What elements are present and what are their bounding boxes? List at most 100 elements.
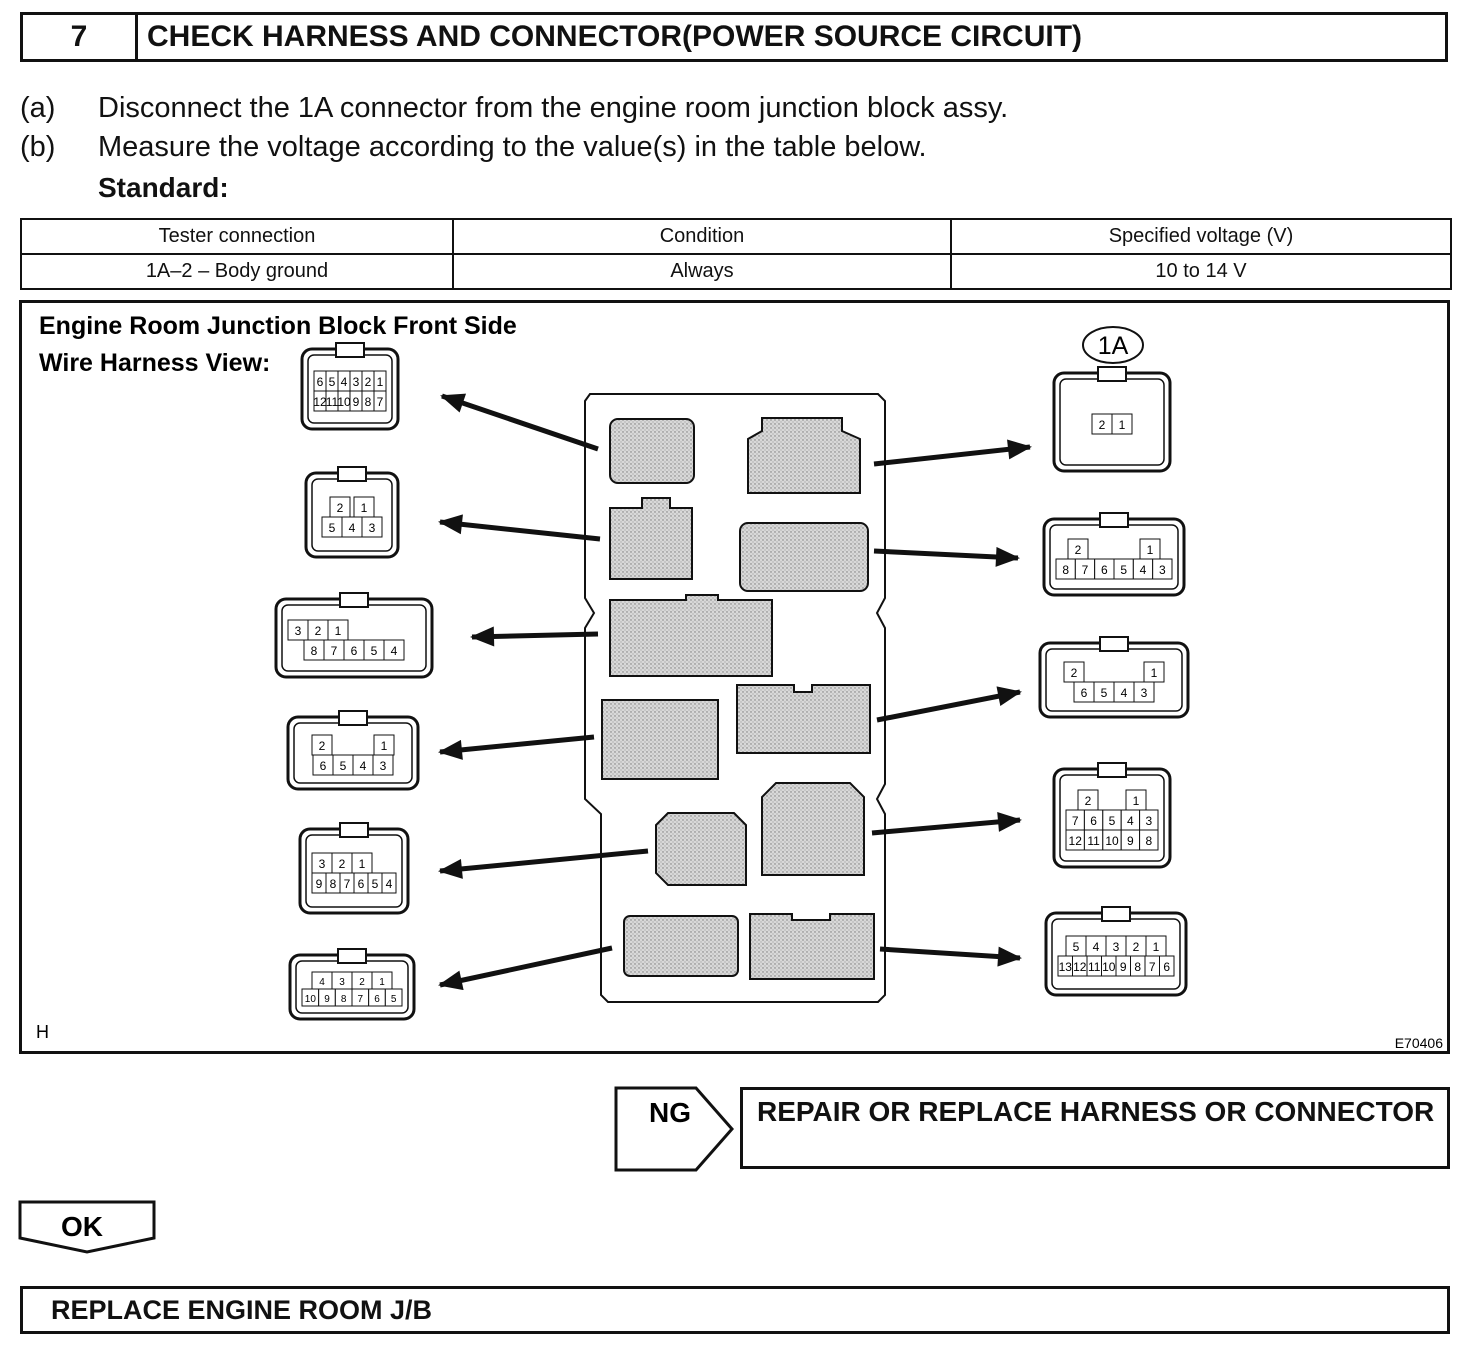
pin-number: 4 — [1093, 940, 1100, 954]
pin-number: 2 — [337, 501, 344, 515]
table-cell: 1A–2 – Body ground — [20, 253, 454, 290]
pin-number: 6 — [374, 994, 380, 1005]
table-header-cell: Condition — [452, 218, 952, 255]
pin-cell — [1159, 955, 1175, 977]
pin-number: 2 — [365, 375, 372, 389]
connector-latch — [1097, 762, 1127, 778]
step-header: 7 CHECK HARNESS AND CONNECTOR(POWER SOUR… — [20, 12, 1448, 62]
pin-number: 3 — [339, 977, 345, 988]
ok-arrow: OK — [18, 1200, 156, 1254]
pin-number: 2 — [339, 857, 346, 871]
pin-number: 3 — [1145, 814, 1152, 828]
ng-label: NG — [649, 1097, 691, 1128]
pin-number: 8 — [1134, 960, 1141, 974]
connector-1a-label: 1A — [1098, 332, 1129, 360]
pin-number: 5 — [371, 644, 378, 658]
pin-number: 8 — [341, 994, 347, 1005]
arrow — [438, 945, 613, 991]
pin-number: 2 — [1075, 543, 1082, 557]
pin-number: 4 — [1140, 563, 1147, 577]
figure-code: E70406 — [1395, 1035, 1443, 1051]
pin-number: 8 — [330, 877, 337, 891]
final-action-box: REPLACE ENGINE ROOM J/B — [20, 1286, 1450, 1334]
pin-number: 5 — [1120, 563, 1127, 577]
arrow — [876, 686, 1022, 723]
pin-number: 6 — [317, 375, 324, 389]
connector-latch — [337, 948, 367, 964]
pin-number: 8 — [1145, 834, 1152, 848]
pin-number: 6 — [1101, 563, 1108, 577]
pin-number: 3 — [1159, 563, 1166, 577]
pin-number: 4 — [360, 759, 367, 773]
pin-number: 7 — [1072, 814, 1079, 828]
pin-number: 2 — [315, 624, 322, 638]
pin-number: 6 — [320, 759, 327, 773]
pin-number: 7 — [344, 877, 351, 891]
pin-number: 1 — [335, 624, 342, 638]
pin-number: 3 — [369, 521, 376, 535]
pin-cell — [384, 988, 403, 1007]
socket — [749, 913, 875, 980]
pin-number: 9 — [353, 395, 360, 409]
connector-1a-label-oval — [1082, 326, 1144, 364]
socket — [655, 812, 747, 886]
arrow — [440, 393, 599, 452]
socket — [609, 418, 695, 484]
arrows — [438, 393, 1032, 991]
pin-number: 12 — [313, 395, 327, 409]
pin-number: 4 — [391, 644, 398, 658]
connector-housing — [1038, 641, 1190, 719]
pin-number: 9 — [324, 994, 330, 1005]
instruction-label: (a) — [20, 92, 56, 124]
pin-number: 1 — [359, 857, 366, 871]
pin-number: 13 — [1059, 960, 1073, 974]
pin-number: 1 — [1153, 940, 1160, 954]
ok-label: OK — [61, 1211, 103, 1242]
pin-number: 5 — [1101, 686, 1108, 700]
pin-number: 3 — [1113, 940, 1120, 954]
figure-title-2: Wire Harness View: — [39, 349, 270, 377]
pin-cell — [361, 516, 383, 538]
arrow — [438, 848, 649, 879]
pin-number: 3 — [353, 375, 360, 389]
step-number: 7 — [23, 15, 138, 59]
pin-number: 2 — [1133, 940, 1140, 954]
standard-label: Standard: — [98, 172, 229, 203]
pin-number: 11 — [326, 395, 339, 409]
pin-cell — [372, 754, 394, 776]
arrow — [873, 546, 1020, 567]
pin-number: 7 — [358, 994, 364, 1005]
pin-cell — [373, 390, 387, 412]
pin-number: 11 — [1087, 834, 1100, 848]
pin-number: 9 — [316, 877, 323, 891]
diagram-canvas: Engine Room Junction Block Front Side Wi… — [36, 312, 1443, 1051]
pin-number: 5 — [1073, 940, 1080, 954]
pin-number: 2 — [1099, 418, 1106, 432]
pin-number: 6 — [351, 644, 358, 658]
pin-number: 6 — [1090, 814, 1097, 828]
pin-number: 1 — [1119, 418, 1126, 432]
pin-number: 5 — [391, 994, 397, 1005]
pin-number: 2 — [359, 977, 365, 988]
pin-number: 12 — [1073, 960, 1087, 974]
pin-number: 5 — [329, 521, 336, 535]
pin-cell — [1133, 681, 1155, 703]
pin-number: 3 — [380, 759, 387, 773]
pin-number: 10 — [337, 395, 351, 409]
socket — [761, 782, 865, 876]
socket — [747, 417, 861, 494]
ng-arrow: NG — [614, 1086, 734, 1172]
socket — [736, 684, 871, 754]
pin-number: 10 — [1105, 834, 1119, 848]
connector-diagram: Engine Room Junction Block Front Side Wi… — [19, 300, 1450, 1054]
arrow — [470, 626, 599, 647]
instruction-text: Measure the voltage according to the val… — [98, 131, 927, 163]
pin-cell — [383, 639, 405, 661]
connector-housing — [304, 471, 400, 559]
pin-number: 7 — [1149, 960, 1156, 974]
